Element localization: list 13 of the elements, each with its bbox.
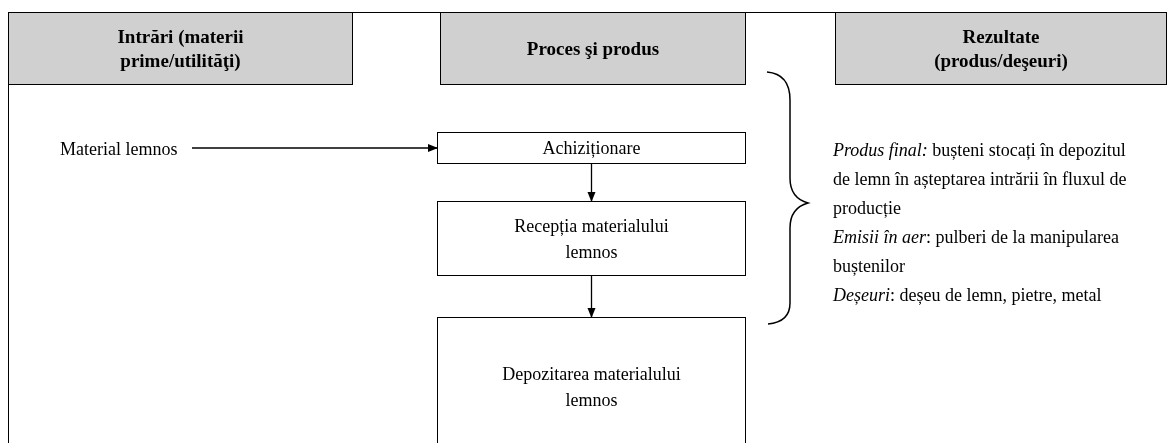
process-box: Achiziționare — [437, 132, 746, 164]
result-text: Emisii în aer: pulberi de la manipularea buștenilor — [833, 226, 1120, 278]
process-box: Recepția materialului lemnos — [437, 201, 746, 276]
result-text: Deșeuri: deșeu de lemn, pietre, metal — [833, 284, 1103, 307]
column-header: Intrări (materii prime/utilităţi) — [8, 12, 353, 85]
arrow — [587, 163, 596, 202]
result-text: Produs final: bușteni stocați în depozitul de lemn în așteptarea intrării în fluxul de producție — [833, 139, 1128, 220]
arrow — [191, 144, 438, 152]
arrow — [587, 275, 596, 318]
input-label: Material lemnos — [60, 136, 192, 162]
column-header: Rezultate (produs/deşeuri) — [835, 12, 1167, 85]
column-header: Proces şi produs — [440, 12, 746, 85]
process-box: Depozitarea materialului lemnos — [437, 317, 746, 443]
